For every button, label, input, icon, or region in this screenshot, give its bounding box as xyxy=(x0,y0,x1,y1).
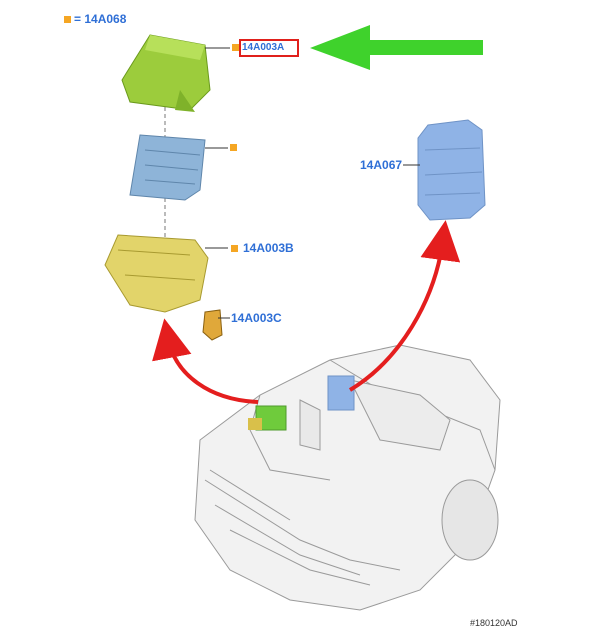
bracket-part-label: 14A003B xyxy=(243,241,294,255)
bracket-marker xyxy=(231,245,238,252)
connector-part-label: 14A003C xyxy=(231,311,282,325)
body-control-module xyxy=(417,119,486,221)
vehicle-fusebox-base xyxy=(248,418,262,430)
fuse-box-bracket xyxy=(104,234,209,313)
vehicle-bcm-highlight xyxy=(327,375,355,411)
bcm-part-label: 14A067 xyxy=(360,158,403,172)
red-arrow-right xyxy=(348,220,461,392)
cover-part-label: 14A003A xyxy=(242,42,285,53)
fuse-box-marker xyxy=(230,144,237,151)
small-connector xyxy=(202,309,223,341)
cover-marker xyxy=(232,44,239,51)
fuse-box-body xyxy=(129,134,206,201)
legend-text: = 14A068 xyxy=(74,12,127,26)
red-arrow-left xyxy=(152,318,259,404)
cover-part-highlight xyxy=(239,39,299,57)
legend-marker xyxy=(64,16,71,23)
green-arrow xyxy=(310,25,483,70)
fuse-box-cover xyxy=(121,34,211,112)
figure-id: #180120AD xyxy=(470,618,518,628)
